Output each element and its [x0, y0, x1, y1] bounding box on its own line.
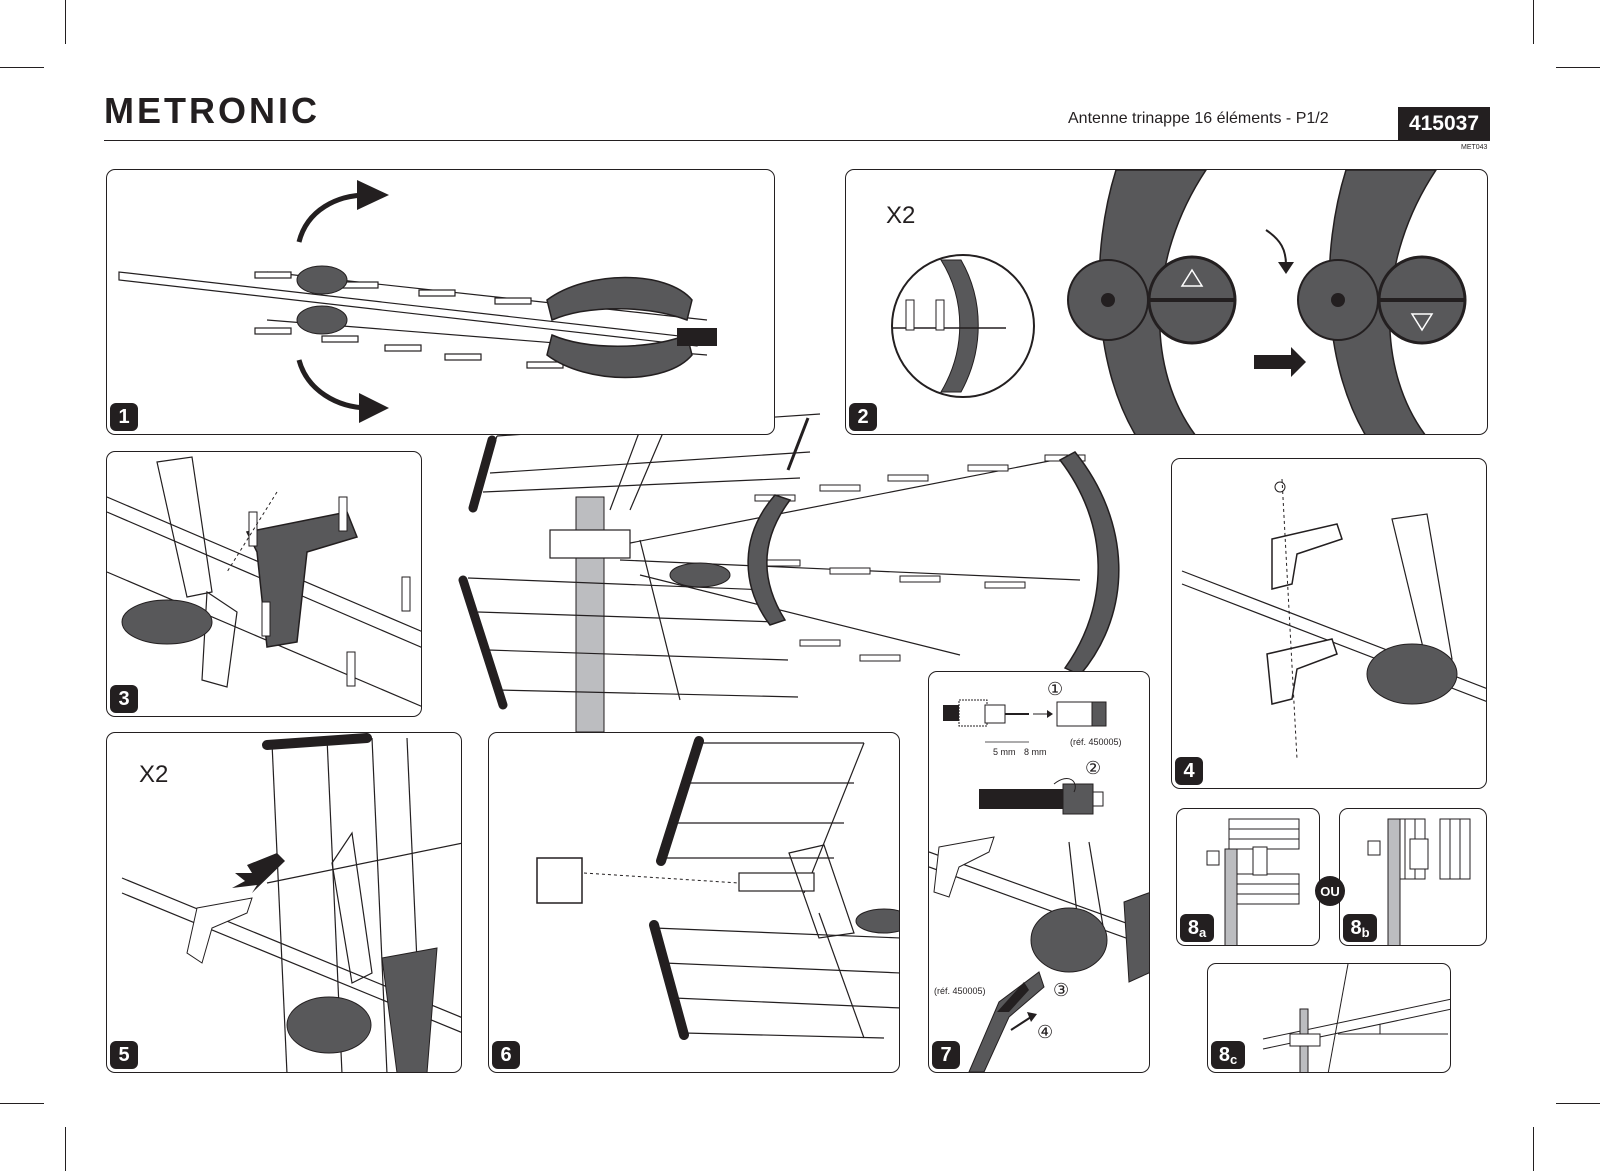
- step-5-panel: X2 5: [106, 732, 462, 1073]
- step-8c-letter: c: [1229, 1051, 1238, 1067]
- step-5-multiplier: X2: [139, 761, 169, 788]
- header-rule: [104, 140, 1490, 141]
- crop-mark: [0, 1103, 44, 1104]
- step-2-illustration: [891, 170, 1467, 434]
- crop-mark: [0, 67, 44, 68]
- step-1-panel: 1: [106, 169, 775, 435]
- step-3-badge: 3: [110, 685, 138, 713]
- brand-logo: METRONIC: [104, 90, 320, 131]
- document-title: Antenne trinappe 16 éléments - P1/2: [1068, 110, 1329, 127]
- crop-mark: [1556, 1103, 1600, 1104]
- document-code: MET043: [1461, 144, 1488, 151]
- step-8b-illustration: [1367, 818, 1471, 945]
- step-3-panel: 3: [106, 451, 422, 717]
- step-1-illustration: [118, 180, 717, 423]
- crop-mark: [1556, 67, 1600, 68]
- step-8c-illustration: [1262, 964, 1450, 1072]
- step-8c-number: 8: [1218, 1043, 1230, 1066]
- step-6-panel: 6: [488, 732, 900, 1073]
- reference-badge: 415037: [1398, 107, 1490, 141]
- step-7-ref-top: (réf. 450005): [1070, 737, 1122, 747]
- step-8a-letter: a: [1198, 924, 1207, 940]
- step-3-illustration: [107, 456, 421, 707]
- step-7-badge: 7: [932, 1041, 960, 1069]
- crop-mark: [65, 0, 66, 44]
- step-7-marker-1: ①: [1047, 679, 1064, 699]
- step-7-marker-3: ③: [1053, 980, 1070, 1000]
- crop-mark: [65, 1127, 66, 1171]
- step-4-illustration: [1181, 478, 1486, 760]
- step-7-panel: ① 5 mm 8 mm (réf. 450005) ② (réf. 450005…: [928, 671, 1150, 1073]
- step-8b-letter: b: [1361, 924, 1370, 940]
- step-8b-number: 8: [1350, 916, 1362, 939]
- step-6-illustration: [536, 736, 899, 1040]
- step-7-dim-1: 5 mm: [993, 747, 1016, 757]
- step-5-badge: 5: [110, 1041, 138, 1069]
- step-7-marker-4: ④: [1037, 1022, 1054, 1042]
- step-2-badge: 2: [849, 403, 877, 431]
- step-8a-number: 8: [1187, 916, 1199, 939]
- step-7-ref-bottom: (réf. 450005): [934, 986, 986, 996]
- step-2-panel: X2 unlock-icon lock-icon 2: [845, 169, 1488, 435]
- step-6-badge: 6: [492, 1041, 520, 1069]
- step-2-multiplier: X2: [886, 202, 916, 229]
- crop-mark: [1533, 1127, 1534, 1171]
- step-7-dim-2: 8 mm: [1024, 747, 1047, 757]
- step-4-panel: 4: [1171, 458, 1487, 789]
- step-7-illustration: [929, 699, 1149, 1072]
- step-5-illustration: [121, 733, 461, 1072]
- or-label: OU: [1315, 876, 1345, 906]
- crop-mark: [1533, 0, 1534, 44]
- step-1-badge: 1: [110, 403, 138, 431]
- step-8a-illustration: [1206, 818, 1300, 945]
- step-7-marker-2: ②: [1085, 758, 1102, 778]
- step-4-badge: 4: [1175, 757, 1203, 785]
